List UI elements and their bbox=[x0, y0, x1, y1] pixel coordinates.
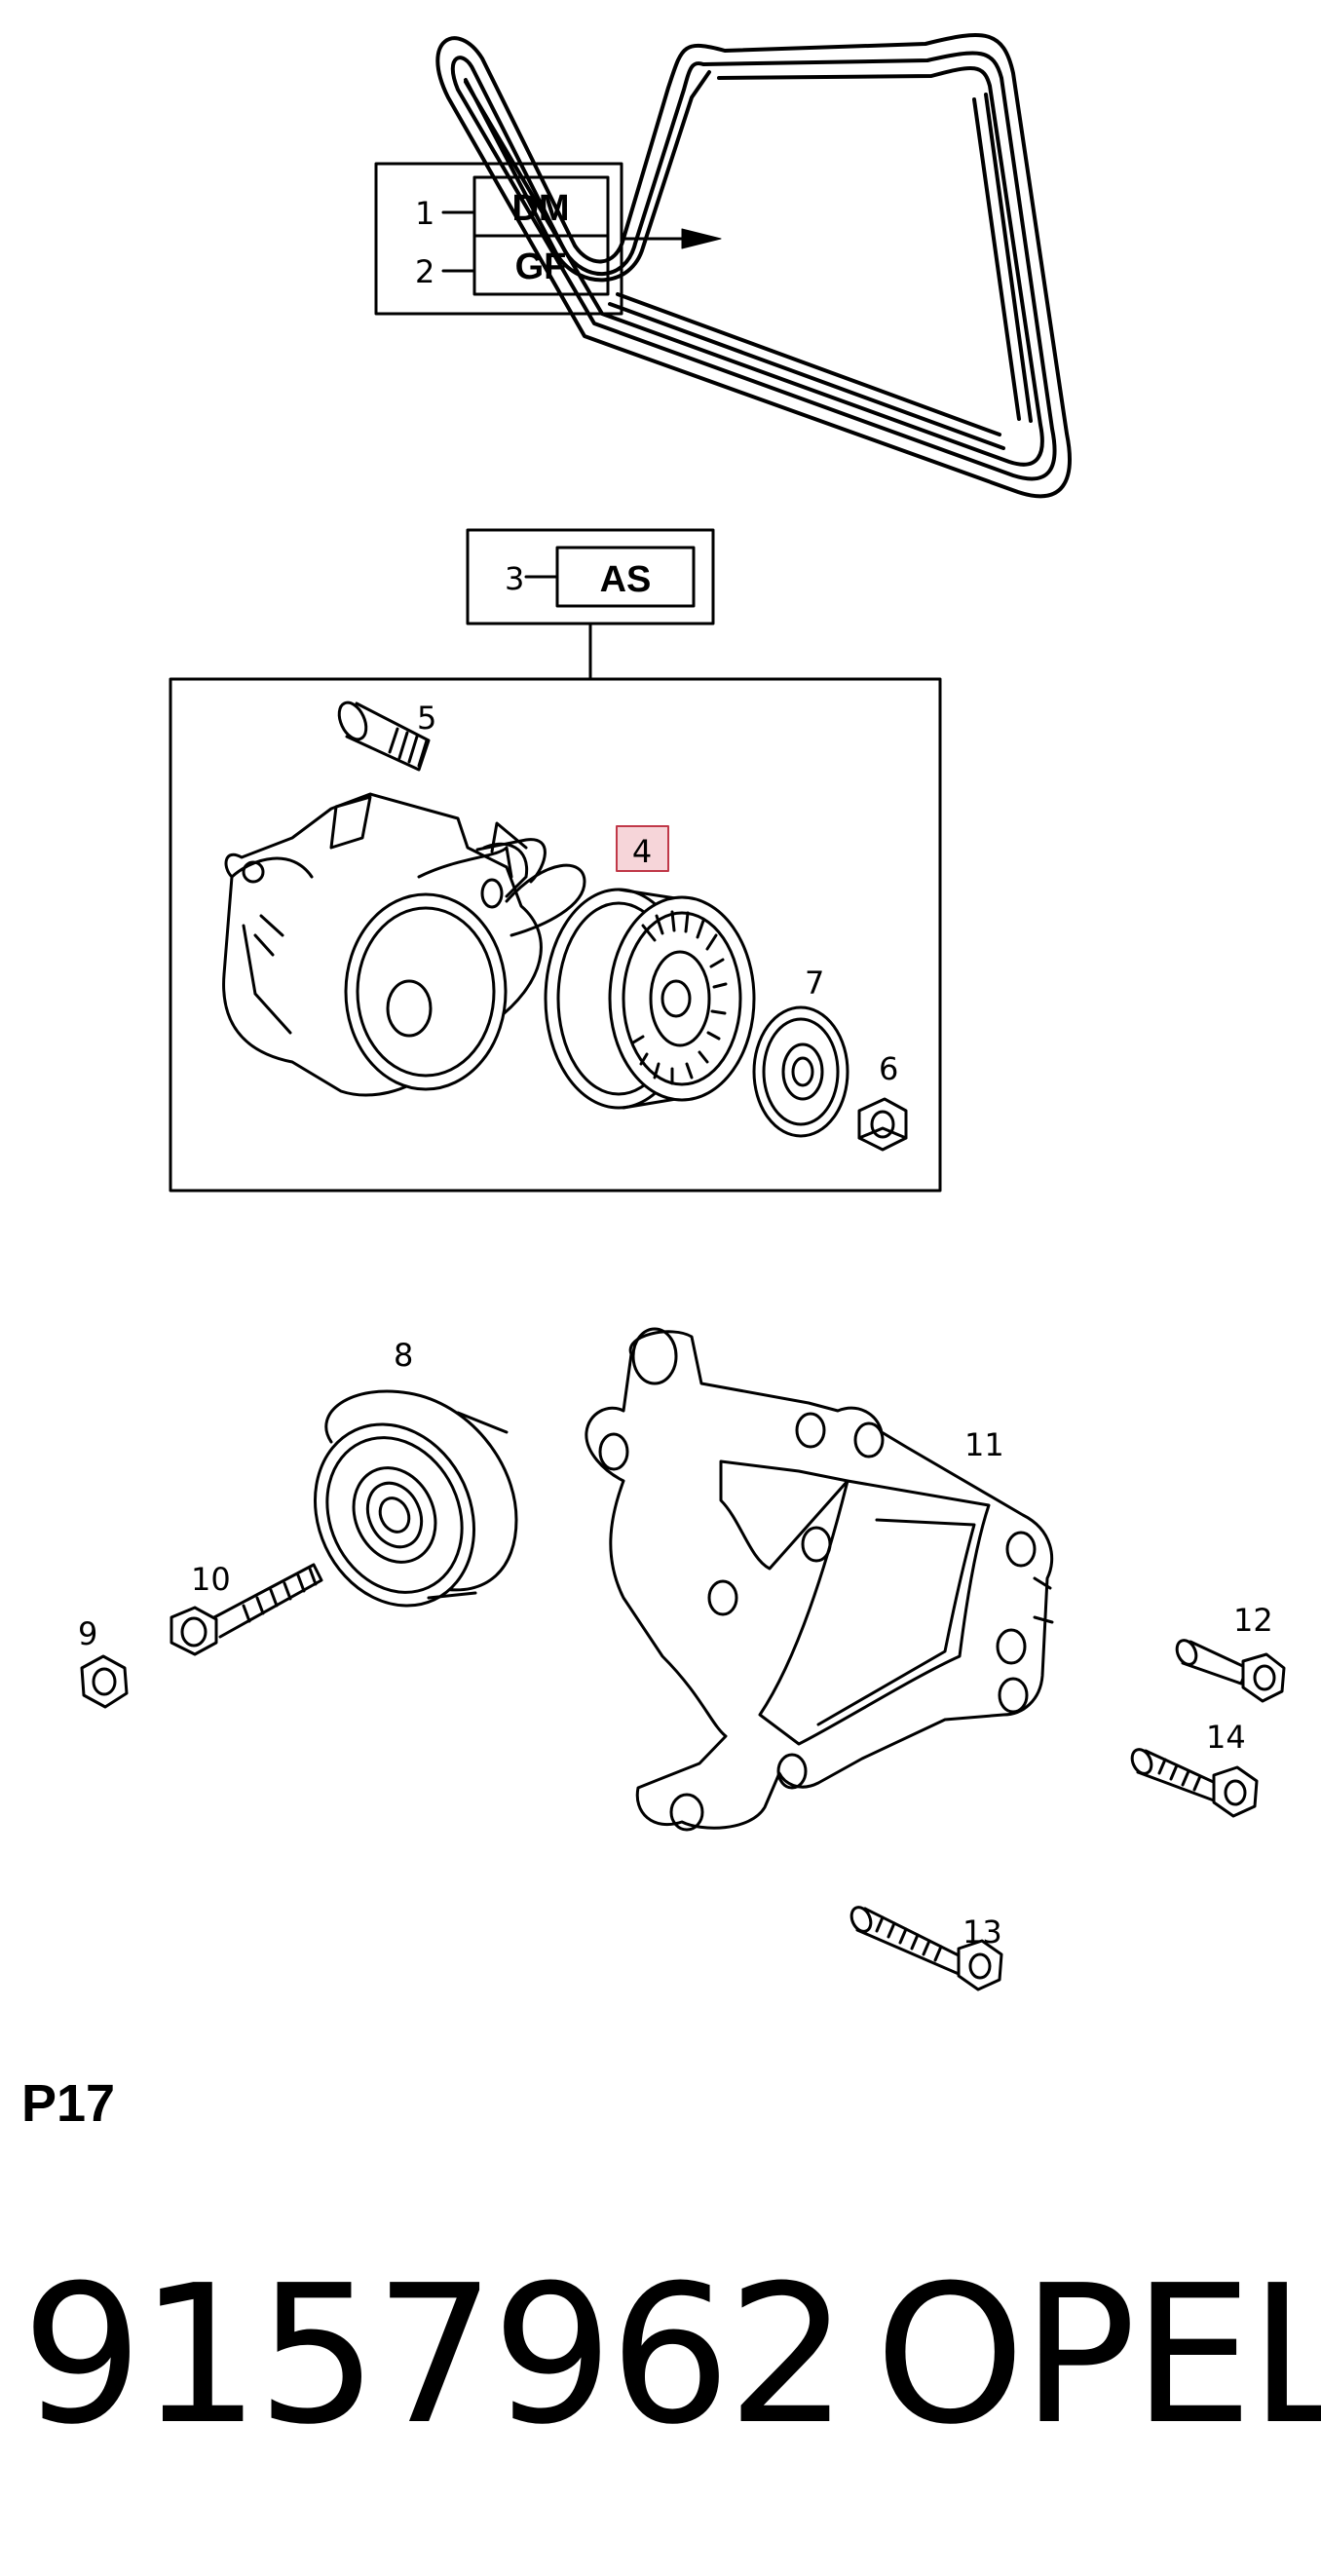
callout-10: 10 bbox=[191, 1561, 231, 1598]
bolt-14 bbox=[1130, 1748, 1259, 1818]
callout-12: 12 bbox=[1233, 1602, 1273, 1639]
callout-6: 6 bbox=[879, 1050, 898, 1087]
part-number: 9157962 bbox=[21, 2245, 849, 2467]
poly-v-belt bbox=[435, 33, 1072, 499]
callout-7: 7 bbox=[805, 965, 824, 1002]
brand-name: OPEL bbox=[875, 2245, 1321, 2467]
code-as: AS bbox=[600, 559, 652, 600]
tensioner-pulley-4 bbox=[544, 888, 756, 1110]
bracket-11 bbox=[585, 1327, 1054, 1832]
dm-gf-callout-box bbox=[374, 162, 722, 316]
callout-14: 14 bbox=[1206, 1719, 1246, 1756]
code-dm: DM bbox=[511, 188, 569, 229]
bolt-5 bbox=[337, 701, 431, 772]
callout-4: 4 bbox=[632, 833, 652, 870]
callout-9: 9 bbox=[78, 1615, 97, 1652]
bolt-13 bbox=[849, 1906, 1003, 1991]
bolt-12 bbox=[1175, 1639, 1286, 1703]
bolt-10 bbox=[170, 1563, 323, 1656]
tensioner-assembly-frame bbox=[169, 677, 942, 1193]
code-gf: GF bbox=[515, 246, 567, 287]
callout-11: 11 bbox=[964, 1426, 1004, 1463]
callout-13: 13 bbox=[962, 1913, 1002, 1951]
nut-9 bbox=[80, 1654, 129, 1709]
callout-2: 2 bbox=[415, 253, 434, 290]
page-code: P17 bbox=[21, 2074, 116, 2133]
belt-tensioner bbox=[222, 792, 586, 1097]
highlight-part-4 bbox=[616, 825, 669, 872]
callout-1: 1 bbox=[415, 195, 434, 232]
as-callout-box bbox=[466, 528, 715, 681]
idler-pulley-8 bbox=[313, 1389, 518, 1608]
nut-6 bbox=[857, 1097, 908, 1152]
callout-8: 8 bbox=[394, 1337, 413, 1374]
callout-3: 3 bbox=[505, 560, 524, 597]
dust-cover-7 bbox=[752, 1005, 849, 1138]
callout-5: 5 bbox=[417, 700, 436, 737]
